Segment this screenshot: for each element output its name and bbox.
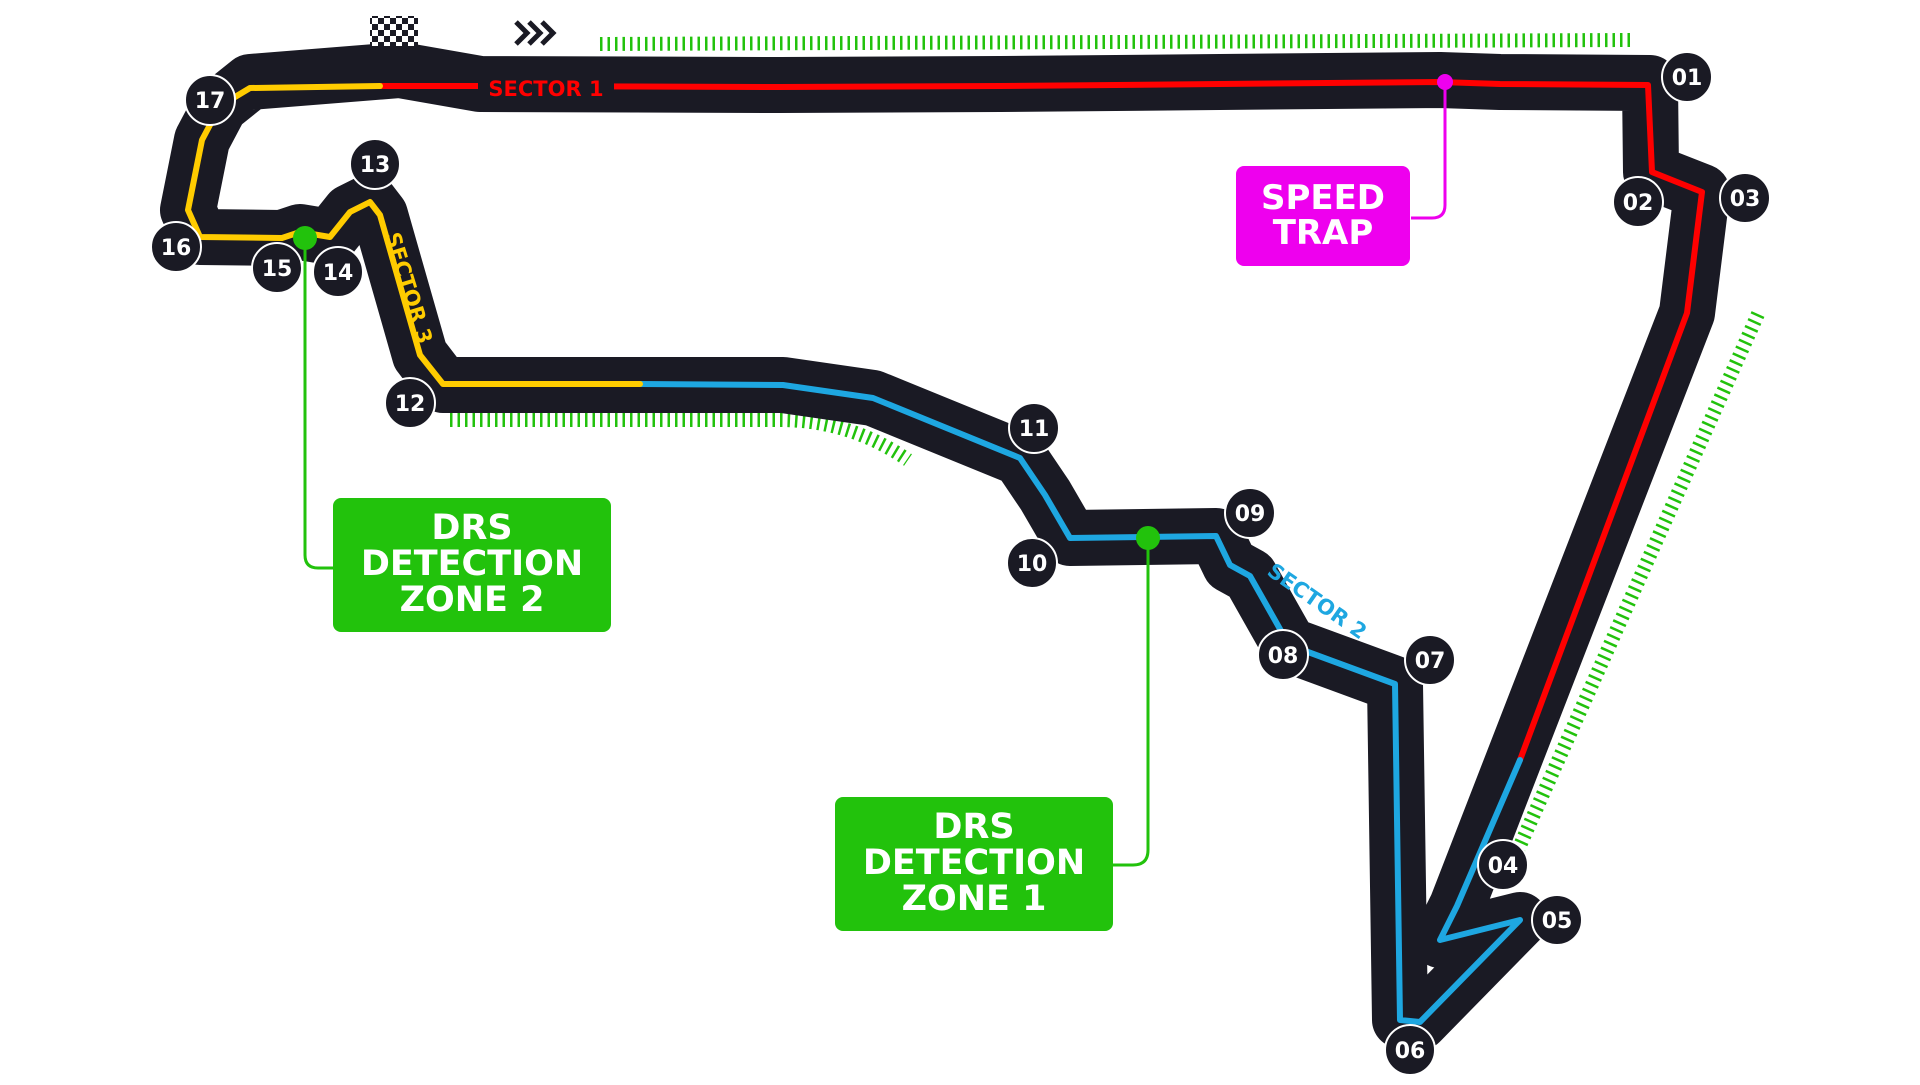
turn-marker-02: 02	[1612, 176, 1664, 228]
turn-number: 11	[1019, 417, 1050, 442]
speed-trap-label: SPEED TRAP	[1236, 166, 1410, 266]
speed-trap-line-1: SPEED	[1260, 178, 1386, 219]
turn-number: 05	[1542, 909, 1573, 934]
drs-zone-main-straight	[599, 33, 1631, 51]
drs-zone-2-line-2: DETECTION	[360, 544, 584, 585]
turn-marker-circle	[184, 74, 236, 126]
connectors	[303, 82, 1447, 867]
turn-marker-circle	[1006, 537, 1058, 589]
sector-1-label-bg	[478, 74, 614, 100]
drs-zone-stadium	[450, 413, 912, 466]
turn-number: 06	[1395, 1039, 1426, 1064]
turn-marker-09: 09	[1224, 487, 1276, 539]
turn-marker-circle	[349, 138, 401, 190]
turn-number: 14	[323, 261, 354, 286]
turn-number: 09	[1235, 502, 1266, 527]
drs-zone-2-line-3: ZONE 2	[399, 579, 545, 620]
turn-number: 03	[1730, 187, 1761, 212]
turn-marker-circle	[1224, 487, 1276, 539]
drs-zone-1-line-1: DRS	[933, 807, 1015, 848]
sector-1-label: SECTOR 1	[488, 77, 603, 101]
speed-trap-point	[1437, 74, 1453, 90]
drs-zone-1-detection-point	[1136, 526, 1160, 550]
drs-zone-1-connector	[1112, 538, 1150, 867]
drs-zone-1-line-2: DETECTION	[862, 843, 1086, 884]
turn-marker-12: 12	[384, 377, 436, 429]
turn-marker-circle	[312, 246, 364, 298]
drs-zones	[450, 33, 1765, 853]
turn-marker-circle	[1477, 839, 1529, 891]
drs-zone-2-detection-point	[293, 226, 317, 250]
turn-marker-circle	[1719, 172, 1771, 224]
turn-marker-17: 17	[184, 74, 236, 126]
turn-marker-11: 11	[1008, 402, 1060, 454]
turn-marker-06: 06	[1384, 1024, 1436, 1076]
turn-marker-13: 13	[349, 138, 401, 190]
turn-marker-circle	[1612, 176, 1664, 228]
turn-number: 15	[262, 257, 293, 282]
turn-marker-15: 15	[251, 242, 303, 294]
speed-trap-line-2: TRAP	[1272, 213, 1374, 253]
triple-chevron-right-icon	[514, 20, 557, 46]
turn-markers: 01 02 03 04 05 06 07 08 09 10 11 12 13 14 15 16 17	[150, 51, 1771, 1076]
drs-detection-zone-1-label: DRS DETECTION ZONE 1	[835, 797, 1113, 931]
turn-number: 10	[1017, 552, 1048, 577]
turn-marker-circle	[251, 242, 303, 294]
turn-marker-circle	[1008, 402, 1060, 454]
turn-marker-01: 01	[1661, 51, 1713, 103]
turn-number: 16	[161, 236, 192, 261]
sector-2-line	[637, 381, 1523, 1025]
turn-marker-circle	[150, 221, 202, 273]
turn-marker-circle	[384, 377, 436, 429]
turn-number: 08	[1268, 644, 1299, 669]
sector-1-line	[377, 79, 1705, 763]
drs-zone-2-connector	[303, 238, 334, 570]
turn-marker-circle	[1531, 894, 1583, 946]
turn-number: 04	[1488, 854, 1519, 879]
turn-marker-04: 04	[1477, 839, 1529, 891]
turn-number: 13	[360, 153, 391, 178]
drs-zone-2-line-1: DRS	[431, 508, 513, 549]
turn-marker-16: 16	[150, 221, 202, 273]
drs-detection-zone-2-label: DRS DETECTION ZONE 2	[333, 498, 611, 632]
turn-marker-circle	[1257, 629, 1309, 681]
turn-marker-03: 03	[1719, 172, 1771, 224]
speed-trap-connector	[1411, 82, 1447, 220]
turn-marker-05: 05	[1531, 894, 1583, 946]
drs-zone-1-line-3: ZONE 1	[901, 878, 1047, 919]
turn-marker-10: 10	[1006, 537, 1058, 589]
drs-zone-back-straight	[1511, 311, 1765, 853]
turn-number: 17	[195, 89, 226, 114]
turn-number: 01	[1672, 66, 1703, 91]
turn-marker-circle	[1404, 634, 1456, 686]
turn-marker-14: 14	[312, 246, 364, 298]
chequered-flag-icon	[370, 16, 418, 46]
turn-marker-08: 08	[1257, 629, 1309, 681]
turn-number: 07	[1415, 649, 1446, 674]
turn-number: 12	[395, 392, 426, 417]
turn-marker-07: 07	[1404, 634, 1456, 686]
turn-number: 02	[1623, 191, 1654, 216]
turn-marker-circle	[1384, 1024, 1436, 1076]
turn-marker-circle	[1661, 51, 1713, 103]
